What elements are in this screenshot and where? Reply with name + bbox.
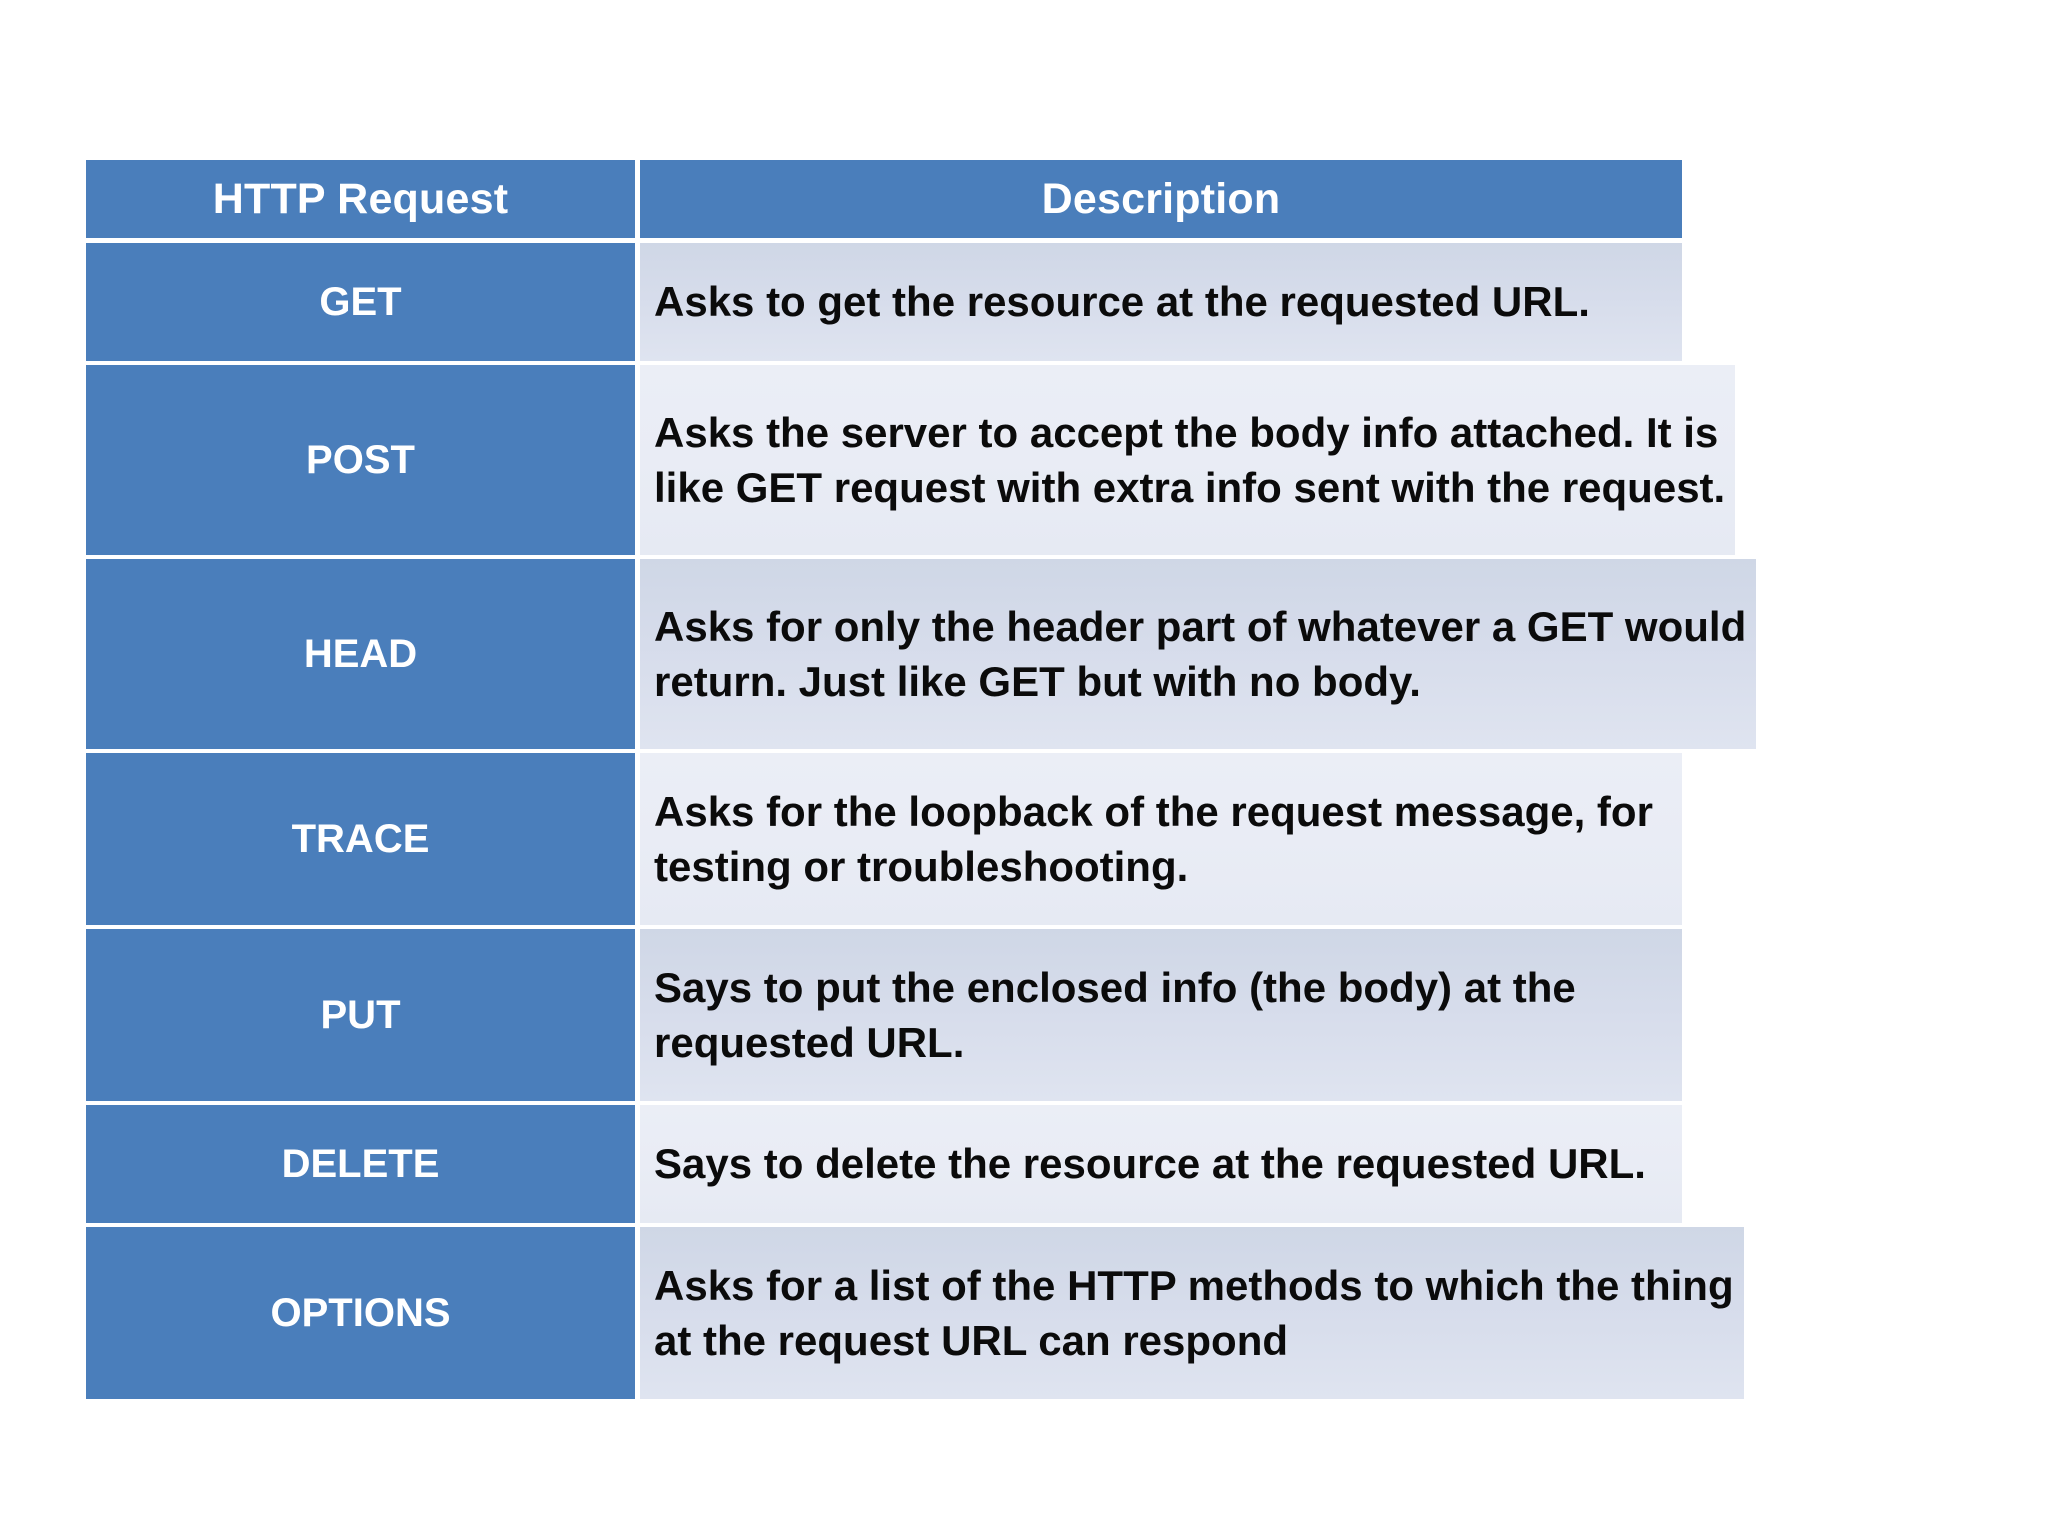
table-row: HEAD Asks for only the header part of wh… <box>86 559 1757 749</box>
description-line: return. Just like GET but with no body. <box>654 658 1421 705</box>
column-header-http-request: HTTP Request <box>86 160 635 238</box>
method-label: POST <box>306 438 415 482</box>
method-label: DELETE <box>281 1142 440 1186</box>
description-cell-get: Asks to get the resource at the requeste… <box>640 243 1682 361</box>
description-line: like GET request with extra info sent wi… <box>654 464 1726 511</box>
method-cell-post: POST <box>86 365 635 555</box>
method-label: OPTIONS <box>270 1291 451 1335</box>
description-line: testing or troubleshooting. <box>654 843 1189 890</box>
method-cell-head: HEAD <box>86 559 635 749</box>
column-header-description: Description <box>640 160 1682 238</box>
description-line: Asks for the loopback of the request mes… <box>654 787 1653 835</box>
method-cell-put: PUT <box>86 929 635 1101</box>
description-line: requested URL. <box>654 1019 965 1066</box>
description-cell-post: Asks the server to accept the body info … <box>640 365 1736 555</box>
method-label: PUT <box>320 993 401 1037</box>
description-cell-delete: Says to delete the resource at the reque… <box>640 1105 1682 1223</box>
description-line: Asks to get the resource at the requeste… <box>654 278 1590 326</box>
method-label: GET <box>319 280 402 324</box>
method-cell-delete: DELETE <box>86 1105 635 1223</box>
table-row: GET Asks to get the resource at the requ… <box>86 243 1682 361</box>
description-line: Says to delete the resource at the reque… <box>654 1140 1646 1188</box>
description-cell-trace: Asks for the loopback of the request mes… <box>640 753 1682 925</box>
description-line: Asks the server to accept the body info … <box>654 408 1719 456</box>
table-header-row: HTTP Request Description <box>86 160 1682 238</box>
table-row: POST Asks the server to accept the body … <box>86 365 1736 555</box>
description-cell-head: Asks for only the header part of whateve… <box>640 559 1757 749</box>
description-line: at the request URL can respond <box>654 1317 1289 1364</box>
method-cell-trace: TRACE <box>86 753 635 925</box>
method-cell-options: OPTIONS <box>86 1227 635 1399</box>
description-line: Asks for only the header part of whateve… <box>654 602 1747 650</box>
http-request-methods-table: HTTP Request Description GET Asks to get… <box>86 160 1757 1399</box>
description-line: Says to put the enclosed info (the body)… <box>654 963 1576 1011</box>
table-row: OPTIONS Asks for a list of the HTTP meth… <box>86 1227 1744 1399</box>
table-row: TRACE Asks for the loopback of the reque… <box>86 753 1682 925</box>
table-row: DELETE Says to delete the resource at th… <box>86 1105 1682 1223</box>
method-label: HEAD <box>303 632 418 676</box>
table-row: PUT Says to put the enclosed info (the b… <box>86 929 1682 1101</box>
description-cell-options: Asks for a list of the HTTP methods to w… <box>640 1227 1744 1399</box>
column-header-http-request-label: HTTP Request <box>212 174 509 223</box>
method-label: TRACE <box>291 817 430 861</box>
description-line: Asks for a list of the HTTP methods to w… <box>654 1261 1734 1309</box>
column-header-description-label: Description <box>1041 174 1281 223</box>
method-cell-get: GET <box>86 243 635 361</box>
description-cell-put: Says to put the enclosed info (the body)… <box>640 929 1682 1101</box>
